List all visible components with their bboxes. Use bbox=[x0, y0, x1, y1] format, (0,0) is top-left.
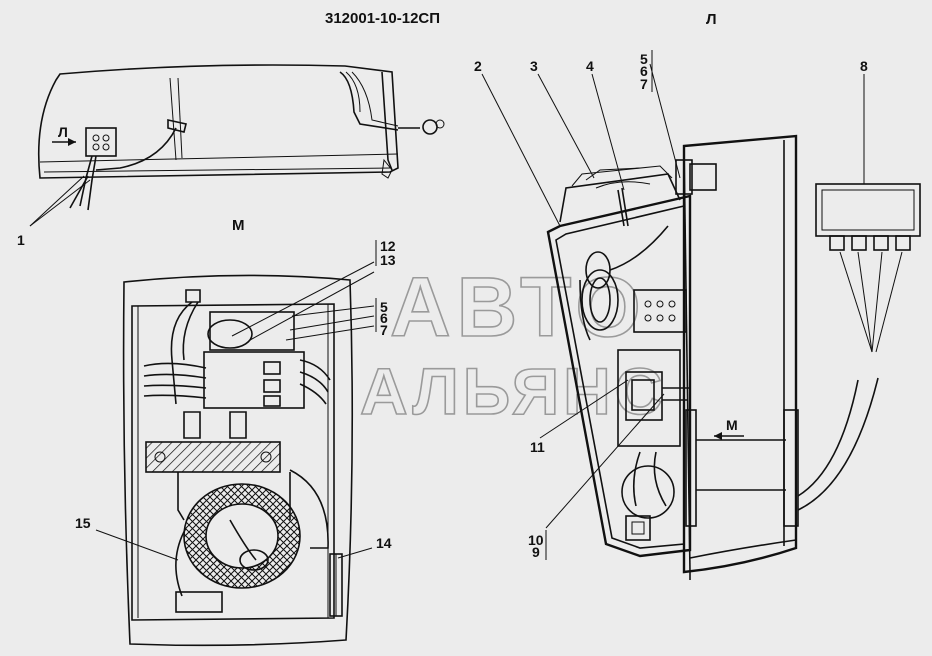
arrow-label-l: Л bbox=[58, 124, 68, 140]
leader-13 bbox=[249, 271, 375, 341]
watermark-line2: АЛЬЯНС bbox=[360, 354, 666, 428]
leader-3 bbox=[537, 73, 595, 179]
leader-2 bbox=[481, 73, 561, 227]
view-marker-l: Л bbox=[706, 11, 717, 28]
leader-5 bbox=[291, 305, 375, 317]
leader-7 bbox=[285, 325, 375, 341]
watermark-line1: АВТО bbox=[390, 260, 647, 354]
leader-567 bbox=[649, 63, 681, 179]
leader-4 bbox=[591, 73, 625, 191]
callout-13: 13 bbox=[380, 252, 396, 268]
drawing-title: 312001-10-12СП bbox=[325, 10, 440, 27]
watermark: АВТО АЛЬЯНС bbox=[359, 259, 666, 429]
callout-7a: 7 bbox=[640, 76, 648, 92]
callout-6b: 6 bbox=[380, 310, 388, 326]
callout-5a: 5 bbox=[640, 51, 648, 67]
view-m-detail bbox=[122, 274, 354, 647]
callout-8: 8 bbox=[860, 58, 868, 74]
leader-10 bbox=[545, 393, 665, 529]
callout-2: 2 bbox=[474, 58, 482, 74]
callout-7b: 7 bbox=[380, 322, 388, 338]
cab-overview: Л bbox=[29, 64, 445, 227]
leader-12 bbox=[231, 261, 375, 337]
callout-6a: 6 bbox=[640, 63, 648, 79]
arrow-label-m: М bbox=[726, 417, 738, 433]
leader-11 bbox=[539, 379, 629, 439]
leader-6 bbox=[289, 315, 375, 331]
leader-15 bbox=[95, 529, 179, 561]
leader-14 bbox=[337, 547, 373, 559]
callout-3: 3 bbox=[530, 58, 538, 74]
callout-5b: 5 bbox=[380, 299, 388, 315]
callout-12: 12 bbox=[380, 238, 396, 254]
view-l-section: М bbox=[546, 134, 921, 580]
view-marker-m: М bbox=[232, 217, 245, 234]
callout-14: 14 bbox=[376, 535, 392, 551]
callout-10: 10 bbox=[528, 532, 544, 548]
callout-4: 4 bbox=[586, 58, 594, 74]
callout-9: 9 bbox=[532, 544, 540, 560]
callout-1: 1 bbox=[17, 232, 25, 248]
callout-11: 11 bbox=[530, 439, 545, 455]
callout-15: 15 bbox=[75, 515, 91, 531]
